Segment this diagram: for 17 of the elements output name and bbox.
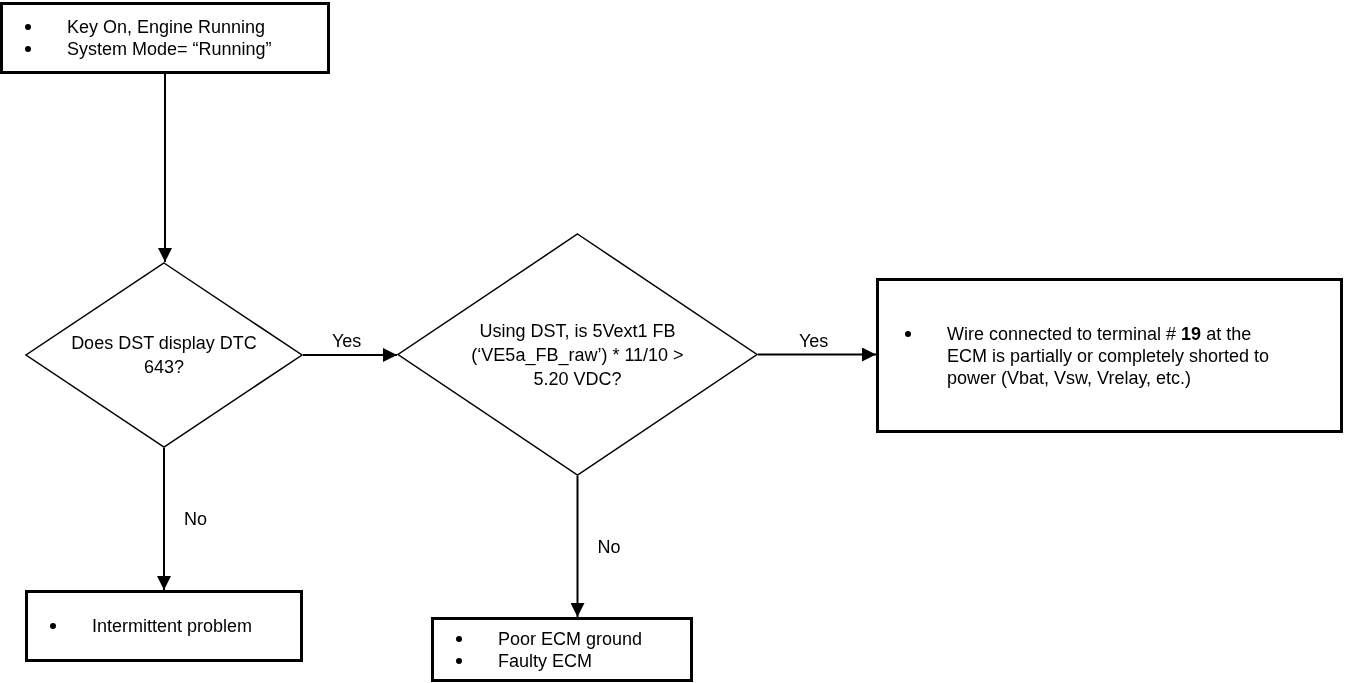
- process-box: [0, 2, 330, 74]
- arrow: [757, 347, 877, 362]
- bullet-item: System Mode= “Running”: [67, 38, 272, 60]
- process-box: [25, 590, 303, 662]
- decision-text: Does DST display DTC 643?: [70, 332, 258, 379]
- bullet-item: Wire connected to terminal # 19 at the ECM is partially or completely shorted to power (Vbat, Vsw, Vrelay, etc.): [947, 322, 1271, 389]
- process-box: [431, 617, 693, 682]
- arrow: [158, 73, 172, 263]
- arrow: [570, 475, 585, 618]
- bullet-item: Faulty ECM: [498, 649, 593, 672]
- bullet-item: Key On, Engine Running: [67, 16, 266, 38]
- bullet-item: Poor ECM ground: [498, 627, 643, 650]
- decision-text: Using DST, is 5Vext1 FB (‘VE5a_FB_raw’) * 11/10 > 5.20 VDC?: [470, 319, 685, 391]
- arrow: [302, 348, 398, 362]
- arrow: [157, 447, 171, 591]
- bullet-item: Intermittent problem: [92, 615, 253, 637]
- process-box: [876, 278, 1343, 433]
